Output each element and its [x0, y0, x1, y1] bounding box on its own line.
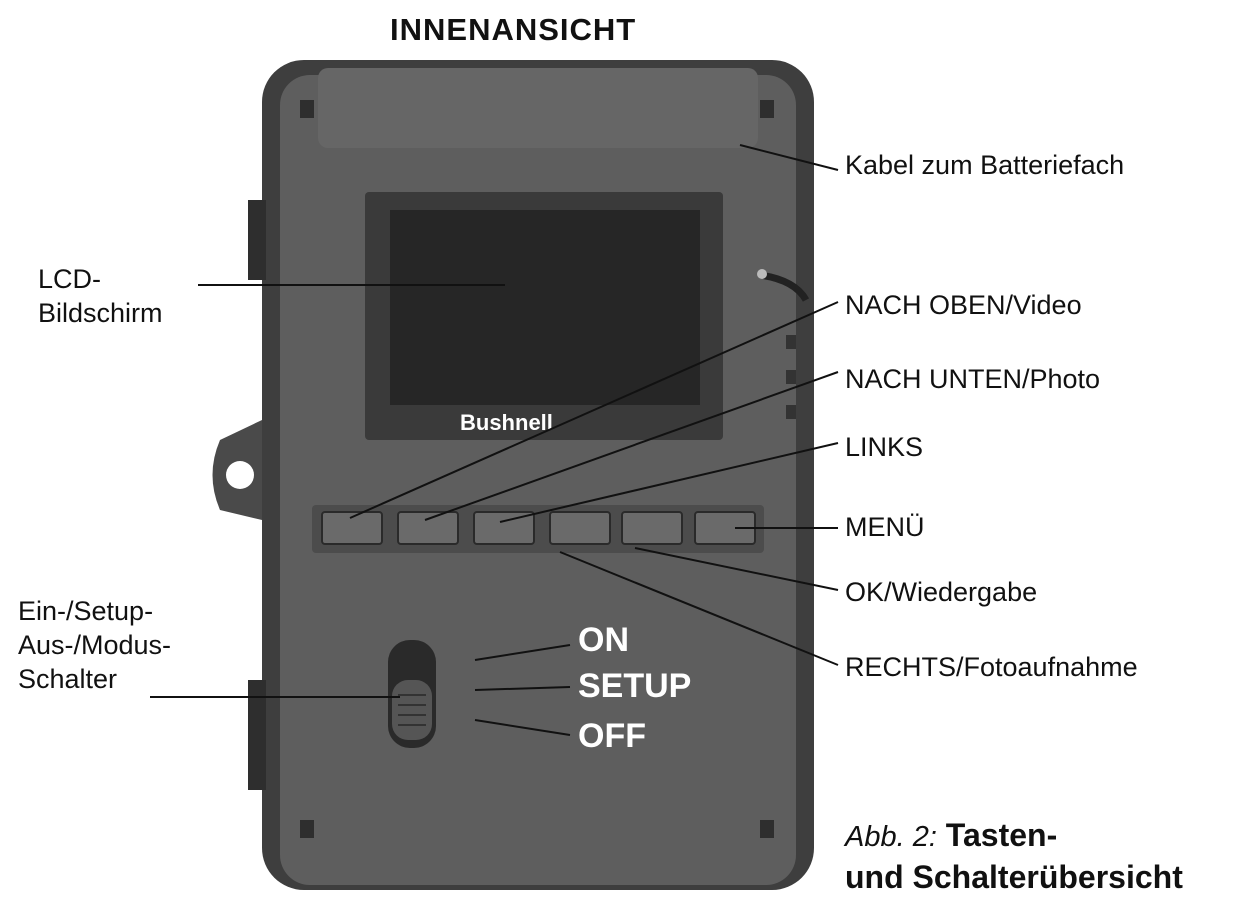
- side-clip-bottom: [248, 680, 266, 790]
- label-ok: OK/Wiedergabe: [845, 577, 1038, 607]
- button-left: [473, 511, 535, 545]
- button-ok: [621, 511, 683, 545]
- label-lcd-line2: Bildschirm: [38, 298, 163, 328]
- upper-lid: [318, 68, 758, 148]
- label-right: RECHTS/Fotoaufnahme: [845, 652, 1138, 682]
- side-clip-top: [248, 200, 266, 280]
- leader-up: [349, 301, 839, 519]
- label-switch-line3: Schalter: [18, 664, 118, 694]
- label-switch-line1: Ein-/Setup-: [18, 596, 154, 626]
- button-down: [397, 511, 459, 545]
- diagram-title: INNENANSICHT: [390, 12, 637, 47]
- leader-right: [559, 551, 839, 666]
- label-menu: MENÜ: [845, 512, 925, 542]
- label-down: NACH UNTEN/Photo: [845, 364, 1101, 394]
- label-lcd: LCD- Bildschirm: [38, 262, 163, 330]
- label-switch: Ein-/Setup- Aus-/Modus- Schalter: [18, 594, 171, 696]
- label-switch-line2: Aus-/Modus-: [18, 630, 172, 660]
- leader-setup: [474, 686, 571, 691]
- caption-line1: Abb. 2: Tasten-: [845, 815, 1183, 857]
- label-cable: Kabel zum Batteriefach: [845, 150, 1125, 180]
- caption-line2: und Schalterübersicht: [845, 859, 1183, 895]
- caption-prefix: Abb. 2:: [845, 821, 937, 853]
- switch-position-setup: SETUP: [578, 667, 692, 705]
- leader-left: [499, 442, 839, 523]
- switch-knob: [392, 680, 432, 740]
- mounting-hole: [226, 461, 254, 489]
- switch-position-on: ON: [578, 621, 629, 659]
- lcd-screen: [390, 210, 700, 405]
- leader-off: [474, 719, 571, 736]
- brand-logo: Bushnell: [460, 410, 553, 435]
- leader-cable: [739, 144, 839, 171]
- switch-position-off: OFF: [578, 717, 646, 755]
- leader-on: [474, 644, 571, 661]
- label-up: NACH OBEN/Video: [845, 290, 1082, 320]
- button-right: [549, 511, 611, 545]
- label-left: LINKS: [845, 432, 924, 462]
- label-lcd-line1: LCD-: [38, 264, 102, 294]
- leader-ok: [634, 547, 839, 591]
- leader-down: [424, 371, 839, 521]
- caption-title-1: Tasten-: [945, 817, 1058, 853]
- figure-caption: Abb. 2: Tasten- und Schalterübersicht: [845, 815, 1183, 897]
- button-up: [321, 511, 383, 545]
